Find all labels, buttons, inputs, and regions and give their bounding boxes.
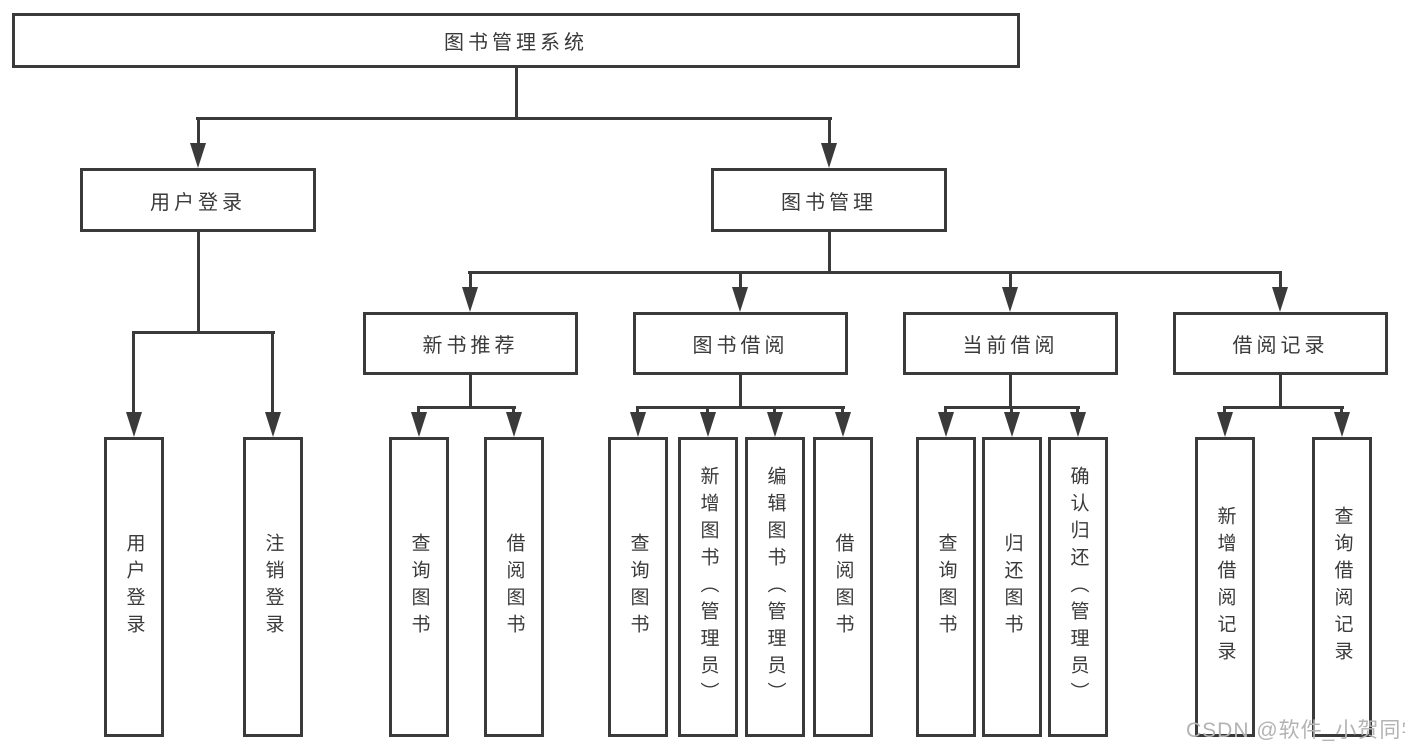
node-leaf-query-books-1: 查询图书	[389, 437, 449, 737]
connector-drop	[841, 406, 844, 416]
arrow-down-icon	[700, 412, 716, 437]
connector-login-stem	[197, 232, 200, 334]
node-user-login: 用户登录	[80, 168, 316, 232]
node-leaf-add-borrow-record: 新增借阅记录	[1195, 437, 1255, 737]
connector-level1-branch	[196, 117, 832, 120]
arrow-down-icon	[190, 143, 206, 168]
connector-stem	[1009, 375, 1012, 408]
node-label: 用户登录	[123, 533, 145, 641]
arrow-down-icon	[126, 412, 142, 437]
connector-drop	[1223, 406, 1226, 416]
arrow-down-icon	[732, 287, 748, 312]
node-leaf-query-books-3: 查询图书	[916, 437, 976, 737]
node-label: 编辑图书（管理员）	[764, 465, 786, 709]
node-leaf-query-borrow-record: 查询借阅记录	[1312, 437, 1372, 737]
connector-drop	[1279, 271, 1282, 291]
node-current-borrowing: 当前借阅	[903, 312, 1118, 375]
arrow-down-icon	[835, 412, 851, 437]
node-label: 归还图书	[1001, 533, 1023, 641]
connector-stem	[739, 375, 742, 408]
node-label: 图书借阅	[692, 335, 789, 357]
node-label: 查询图书	[408, 533, 430, 641]
connector-mgmt-branch	[468, 271, 1282, 274]
arrow-down-icon	[462, 287, 478, 312]
arrow-down-icon	[821, 143, 837, 168]
connector-stem	[1279, 375, 1282, 408]
node-leaf-add-books-admin: 新增图书（管理员）	[678, 437, 738, 737]
arrow-down-icon	[411, 412, 427, 437]
node-new-book-recommend: 新书推荐	[363, 312, 578, 375]
connector-drop	[1340, 406, 1343, 416]
connector-drop	[739, 271, 742, 291]
arrow-down-icon	[265, 412, 281, 437]
connector-drop	[512, 406, 515, 416]
arrow-down-icon	[767, 412, 783, 437]
arrow-down-icon	[1217, 412, 1233, 437]
connector-branch	[418, 406, 516, 409]
connector-branch	[637, 406, 845, 409]
node-label: 当前借阅	[962, 335, 1059, 357]
connector-drop	[636, 406, 639, 416]
node-leaf-logout: 注销登录	[243, 437, 303, 737]
node-label: 新书推荐	[422, 335, 519, 357]
connector-login-branch	[133, 331, 275, 334]
arrow-down-icon	[630, 412, 646, 437]
node-label: 新增图书（管理员）	[697, 465, 719, 709]
connector-branch	[1224, 406, 1344, 409]
connector-drop	[706, 406, 709, 416]
node-label: 确认归还（管理员）	[1067, 465, 1089, 709]
connector-drop	[1076, 406, 1079, 416]
node-label: 用户登录	[150, 191, 246, 214]
node-leaf-return-books: 归还图书	[982, 437, 1042, 737]
arrow-down-icon	[1004, 412, 1020, 437]
connector-drop	[469, 271, 472, 291]
connector-drop	[773, 406, 776, 416]
node-label: 借阅记录	[1232, 335, 1329, 357]
node-leaf-edit-books-admin: 编辑图书（管理员）	[745, 437, 805, 737]
node-label: 查询图书	[627, 533, 649, 641]
node-label: 借阅图书	[503, 533, 525, 641]
csdn-watermark: CSDN @软件_小贺同学	[1186, 719, 1405, 742]
node-leaf-user-login: 用户登录	[104, 437, 164, 737]
node-book-management: 图书管理	[711, 168, 947, 232]
connector-root-stem	[515, 68, 518, 120]
connector-drop	[944, 406, 947, 416]
node-leaf-borrow-books-1: 借阅图书	[484, 437, 544, 737]
node-library-system: 图书管理系统	[12, 13, 1020, 68]
node-label: 图书管理	[781, 191, 877, 214]
connector-mgmt-stem	[828, 232, 831, 274]
connector-drop	[1010, 406, 1013, 416]
arrow-down-icon	[1272, 287, 1288, 312]
node-label: 查询借阅记录	[1331, 506, 1353, 668]
node-label: 注销登录	[262, 533, 284, 641]
node-leaf-confirm-return-admin: 确认归还（管理员）	[1048, 437, 1108, 737]
connector-drop	[1009, 271, 1012, 291]
connector-mgmt-drop	[828, 117, 831, 147]
node-label: 新增借阅记录	[1214, 506, 1236, 668]
node-leaf-query-books-2: 查询图书	[608, 437, 668, 737]
node-leaf-borrow-books-2: 借阅图书	[813, 437, 873, 737]
connector-stem	[469, 375, 472, 408]
arrow-down-icon	[938, 412, 954, 437]
arrow-down-icon	[506, 412, 522, 437]
arrow-down-icon	[1334, 412, 1350, 437]
connector-drop	[132, 331, 135, 414]
node-label: 查询图书	[935, 533, 957, 641]
node-book-borrowing: 图书借阅	[633, 312, 848, 375]
connector-drop	[271, 331, 274, 414]
node-label: 借阅图书	[832, 533, 854, 641]
node-borrowing-records: 借阅记录	[1173, 312, 1388, 375]
arrow-down-icon	[1002, 287, 1018, 312]
connector-login-drop	[197, 117, 200, 147]
node-label: 图书管理系统	[444, 32, 588, 54]
arrow-down-icon	[1070, 412, 1086, 437]
connector-drop	[417, 406, 420, 416]
